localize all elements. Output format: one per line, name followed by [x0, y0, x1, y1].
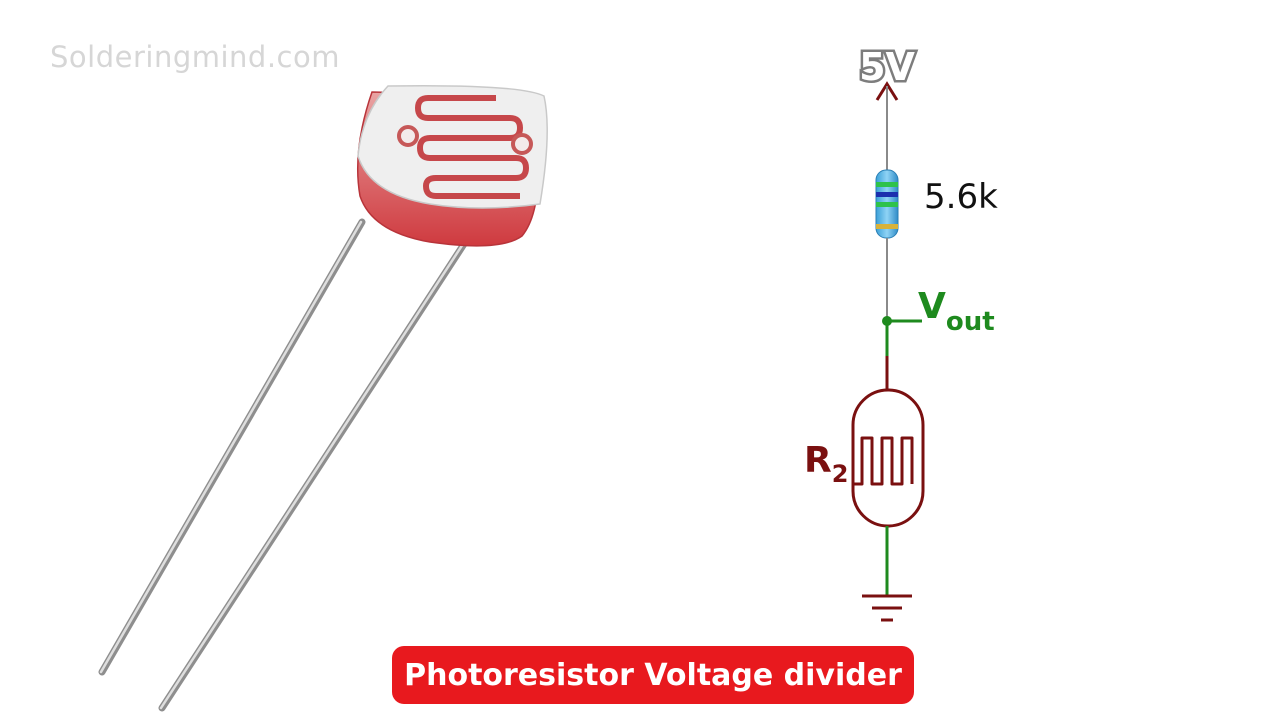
photoresistor-serpentine-track	[415, 95, 529, 199]
vout-label: Vout	[918, 286, 995, 337]
resistor-band-2	[876, 192, 898, 197]
ldr-label-sub: 2	[832, 460, 849, 488]
ldr-label: R2	[804, 440, 848, 488]
photoresistor-electrode-left	[397, 125, 419, 147]
resistor-band-3	[876, 202, 898, 207]
resistor-band-4	[876, 224, 898, 229]
photoresistor-leads	[98, 218, 468, 712]
resistor-band-1	[876, 182, 898, 187]
ground-icon	[862, 594, 912, 622]
resistor-value-label: 5.6k	[924, 177, 998, 217]
caption-text: Photoresistor Voltage divider	[404, 657, 902, 693]
resistor	[875, 169, 899, 239]
schematic: 5V 5.6k Vout	[804, 43, 998, 622]
supply-arrow	[875, 81, 899, 101]
photoresistor-photo	[98, 84, 548, 712]
vout-label-main: V	[918, 286, 946, 327]
ldr-zigzag	[853, 436, 914, 486]
ldr-symbol	[851, 356, 925, 528]
photoresistor-electrode-right	[511, 133, 533, 155]
watermark: Solderingmind.com	[50, 40, 340, 74]
caption-banner: Photoresistor Voltage divider	[392, 646, 914, 704]
ldr-label-main: R	[804, 440, 832, 481]
vout-label-sub: out	[946, 307, 995, 337]
